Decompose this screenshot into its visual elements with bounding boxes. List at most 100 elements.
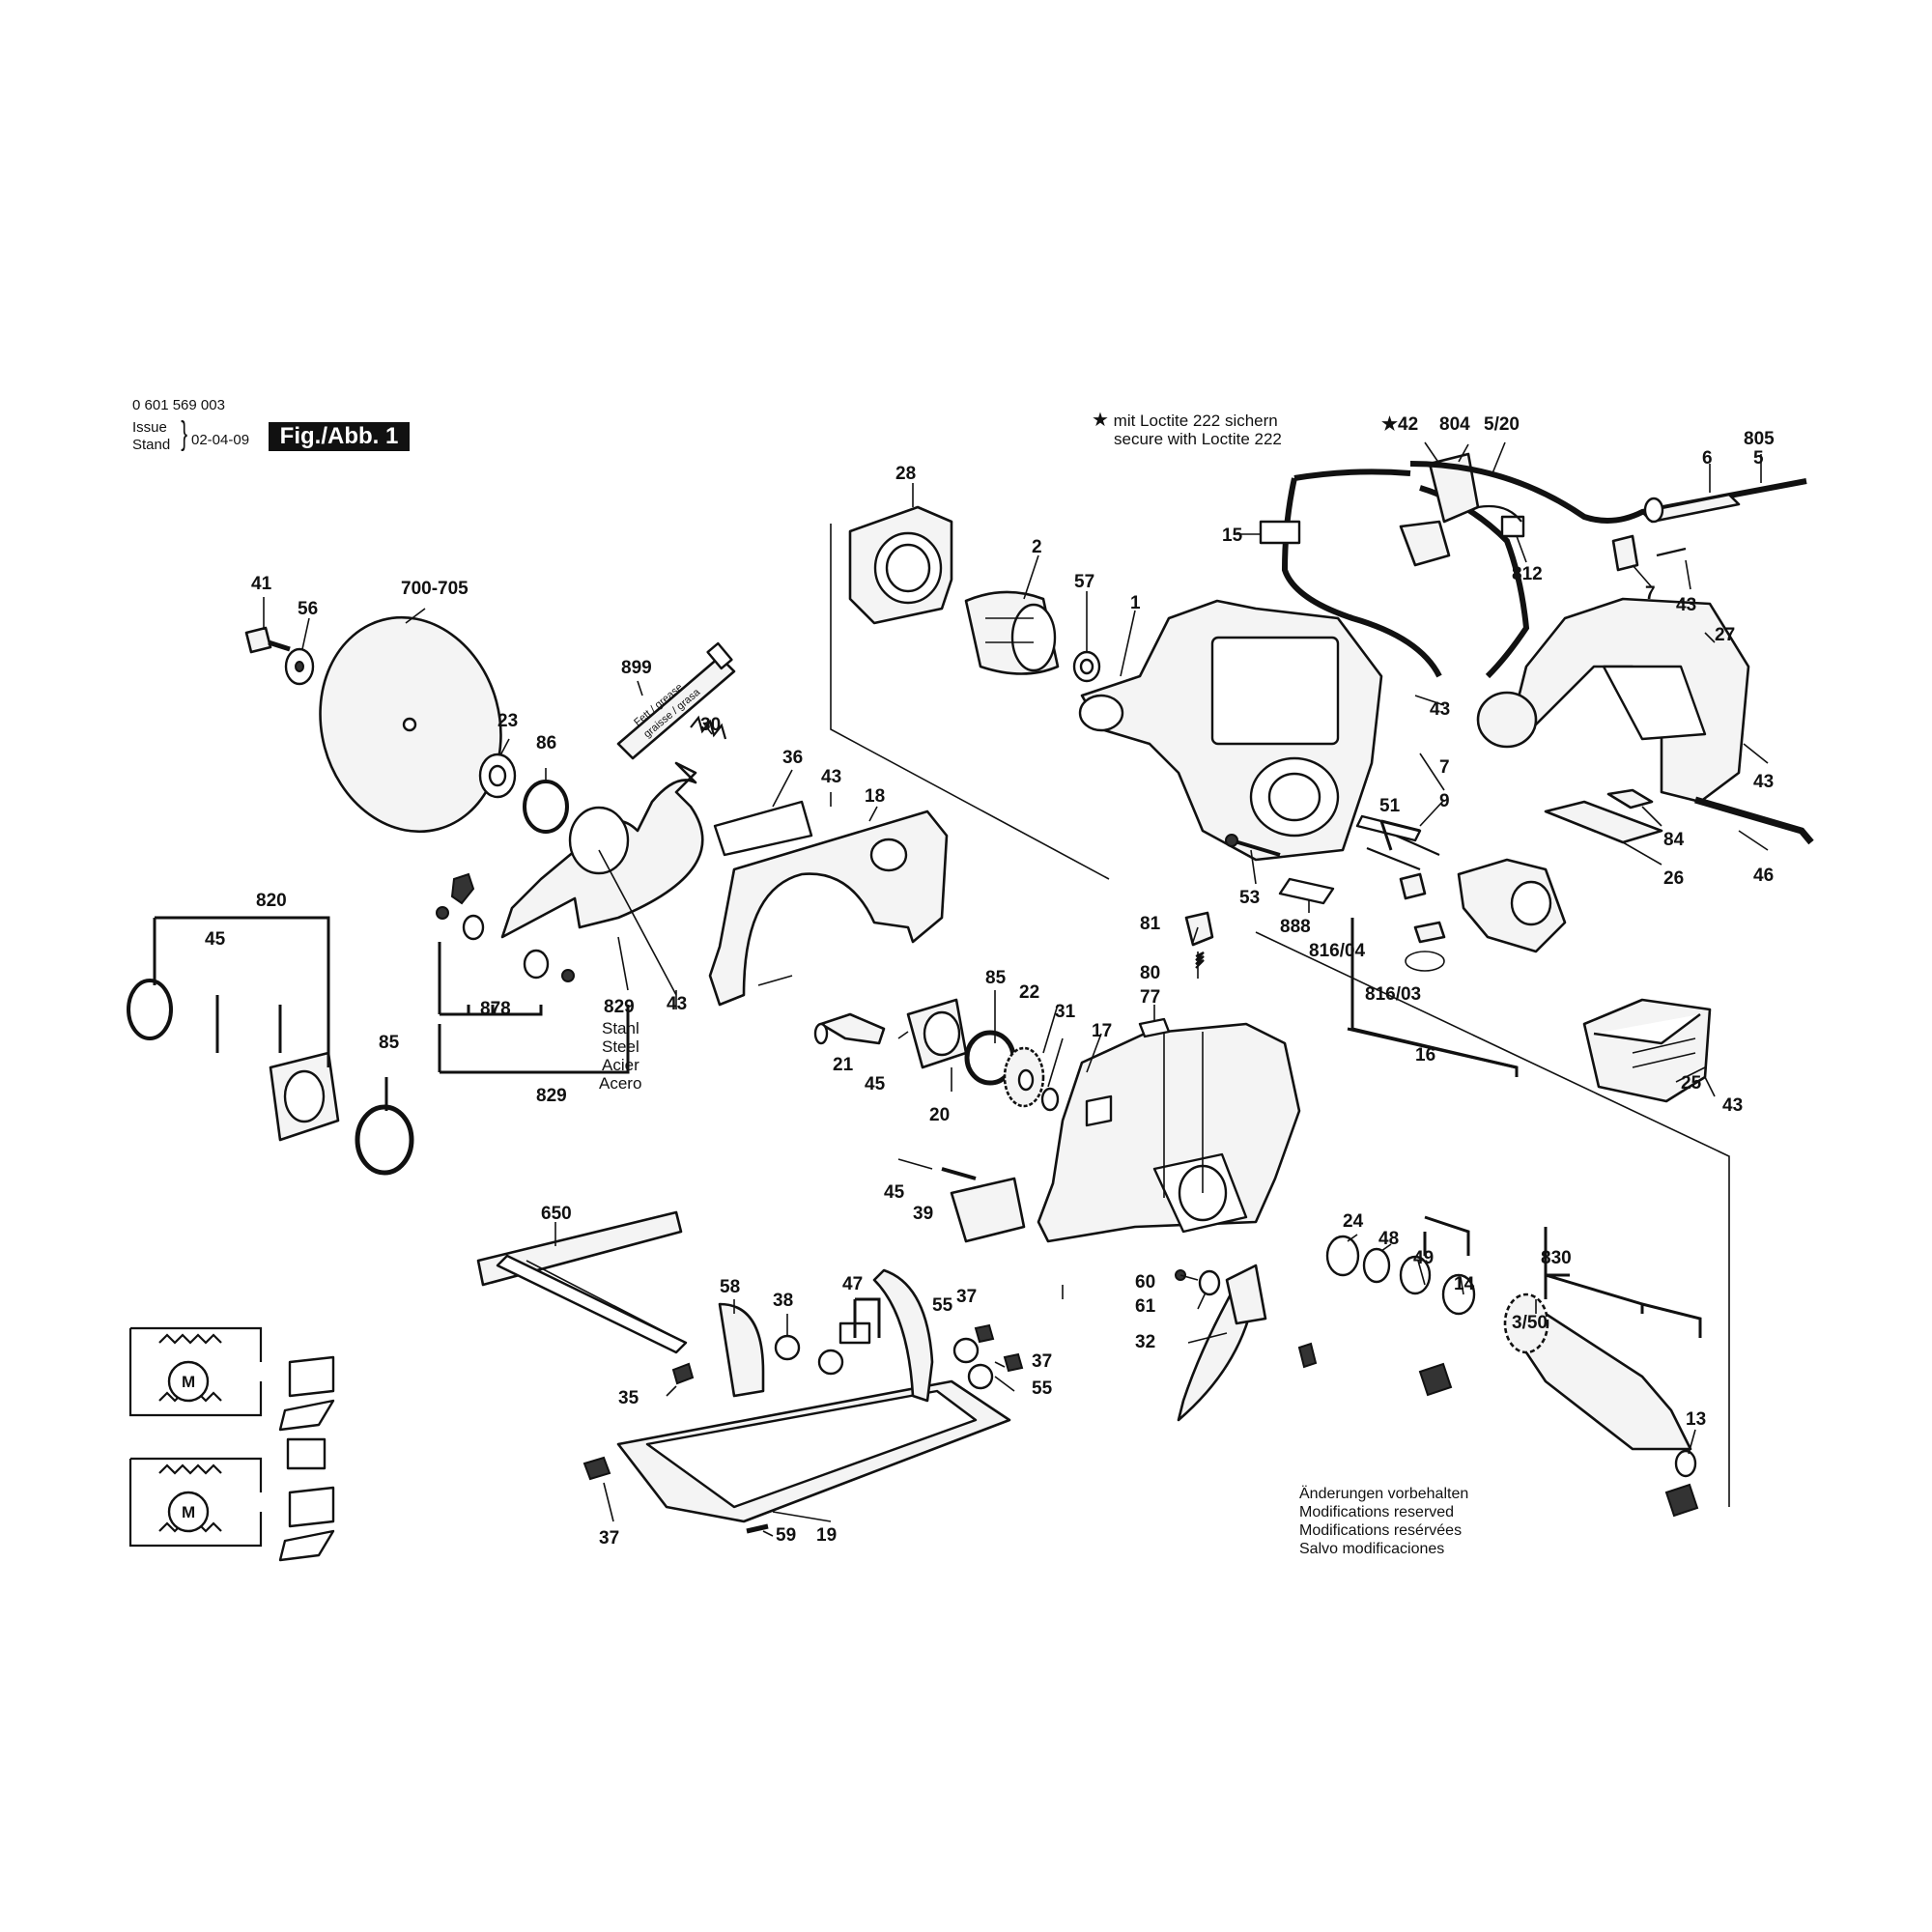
label-61: 61 — [1135, 1296, 1156, 1317]
label-86: 86 — [536, 733, 556, 753]
cord-clip-7 — [1611, 534, 1687, 572]
small-parts-878 — [436, 872, 575, 982]
label-85-left: 85 — [379, 1033, 400, 1053]
label-45-wedge: 45 — [884, 1182, 905, 1203]
label-43-bottom-guard: 43 — [667, 994, 687, 1014]
saw-blade-700-705 — [319, 615, 502, 834]
label-13: 13 — [1686, 1409, 1706, 1430]
material-es: Acero — [599, 1074, 641, 1093]
stator-field — [964, 590, 1060, 675]
brush-holders-16 — [1366, 834, 1567, 972]
material-de: Stahl — [602, 1019, 639, 1037]
label-38: 38 — [773, 1291, 793, 1311]
label-27: 27 — [1715, 625, 1735, 645]
grouping-brackets — [153, 916, 1702, 1338]
label-59: 59 — [776, 1525, 796, 1546]
label-53: 53 — [1239, 888, 1260, 908]
label-15: 15 — [1222, 526, 1243, 546]
label-36: 36 — [782, 748, 803, 768]
label-9: 9 — [1439, 791, 1450, 811]
assembly-boundary-lines — [830, 524, 1730, 1507]
label-14: 14 — [1454, 1274, 1475, 1294]
label-51: 51 — [1379, 796, 1401, 816]
label-7-mid: 7 — [1439, 757, 1450, 778]
label-56: 56 — [298, 599, 318, 619]
label-35: 35 — [618, 1388, 639, 1408]
cover-25 — [1582, 998, 1712, 1103]
gear-22 — [1003, 1046, 1045, 1108]
label-700-705: 700-705 — [401, 579, 469, 599]
circlip-86 — [523, 780, 569, 834]
bearing-31 — [1040, 1087, 1060, 1112]
cover-plate-26 — [1544, 788, 1663, 844]
screw-41 — [244, 626, 291, 654]
blade-guard-18 — [708, 810, 949, 1007]
label-49: 49 — [1413, 1248, 1434, 1268]
armature-3-50 — [1503, 1293, 1699, 1518]
thumb-screws-37-55-38-35 — [582, 1323, 1024, 1534]
washer-56 — [284, 647, 315, 686]
issue-label: Issue — [132, 419, 167, 436]
label-42: ★42 — [1381, 414, 1418, 435]
label-37-bottom: 37 — [599, 1528, 619, 1548]
wiring-diagram-bottom: M — [128, 1437, 335, 1562]
document-number: 0 601 569 003 — [132, 397, 225, 413]
label-55-top: 55 — [932, 1295, 953, 1316]
wedge-39 — [941, 1167, 1026, 1243]
label-28: 28 — [895, 464, 916, 484]
label-84: 84 — [1663, 830, 1685, 850]
label-81: 81 — [1140, 914, 1161, 934]
label-57: 57 — [1074, 572, 1094, 592]
label-85-mid: 85 — [985, 968, 1007, 988]
loctite-note-en: secure with Loctite 222 — [1114, 430, 1282, 448]
motor-symbol-bottom: M — [182, 1503, 195, 1521]
label-21: 21 — [833, 1055, 854, 1075]
screw-53 — [1225, 834, 1281, 857]
label-45-left: 45 — [205, 929, 226, 950]
label-820: 820 — [256, 891, 287, 911]
loctite-note-de: mit Loctite 222 sichern — [1113, 412, 1278, 430]
label-43-top: 43 — [1676, 595, 1696, 615]
label-58: 58 — [720, 1277, 740, 1297]
label-830: 830 — [1541, 1248, 1572, 1268]
label-43-right: 43 — [1753, 772, 1774, 792]
label-80: 80 — [1140, 963, 1160, 983]
material-en: Steel — [602, 1037, 639, 1056]
label-24: 24 — [1343, 1211, 1364, 1232]
label-55-right: 55 — [1032, 1378, 1053, 1399]
label-25: 25 — [1681, 1073, 1702, 1094]
label-43-guard: 43 — [821, 767, 841, 787]
quadrant-47 — [817, 1268, 934, 1403]
remark-es: Salvo modificaciones — [1299, 1541, 1445, 1557]
issue-date: 02-04-09 — [191, 432, 250, 448]
switch-lock-81-80-77 — [1138, 911, 1214, 1038]
washer-57 — [1072, 650, 1101, 683]
switch-804 — [1399, 452, 1525, 567]
label-30: 30 — [700, 715, 721, 735]
label-829-top: 829 — [604, 997, 635, 1017]
label-23: 23 — [497, 711, 518, 731]
base-plate-19 — [616, 1379, 1011, 1523]
remarks-block: Änderungen vorbehalten Modifications res… — [1299, 1485, 1468, 1558]
star-icon: ★ — [1092, 410, 1109, 431]
label-46: 46 — [1753, 866, 1774, 886]
handle-cover-27 — [1476, 597, 1750, 804]
remark-de: Änderungen vorbehalten — [1299, 1486, 1469, 1502]
clamp-flange-23 — [478, 753, 517, 799]
label-22: 22 — [1019, 982, 1039, 1003]
quadrant-58 — [718, 1302, 765, 1398]
issue-stand-labels: Issue Stand — [132, 419, 170, 454]
label-60: 60 — [1135, 1272, 1155, 1293]
label-19: 19 — [816, 1525, 837, 1546]
bearing-flange-20 — [906, 998, 968, 1069]
label-805: 805 — [1744, 429, 1775, 449]
stand-label: Stand — [132, 437, 171, 453]
label-804: 804 — [1439, 414, 1470, 435]
label-650: 650 — [541, 1204, 572, 1224]
label-17: 17 — [1092, 1021, 1112, 1041]
material-fr: Acier — [602, 1056, 639, 1074]
riving-knife-32 — [1175, 1264, 1267, 1422]
label-20: 20 — [929, 1105, 950, 1125]
